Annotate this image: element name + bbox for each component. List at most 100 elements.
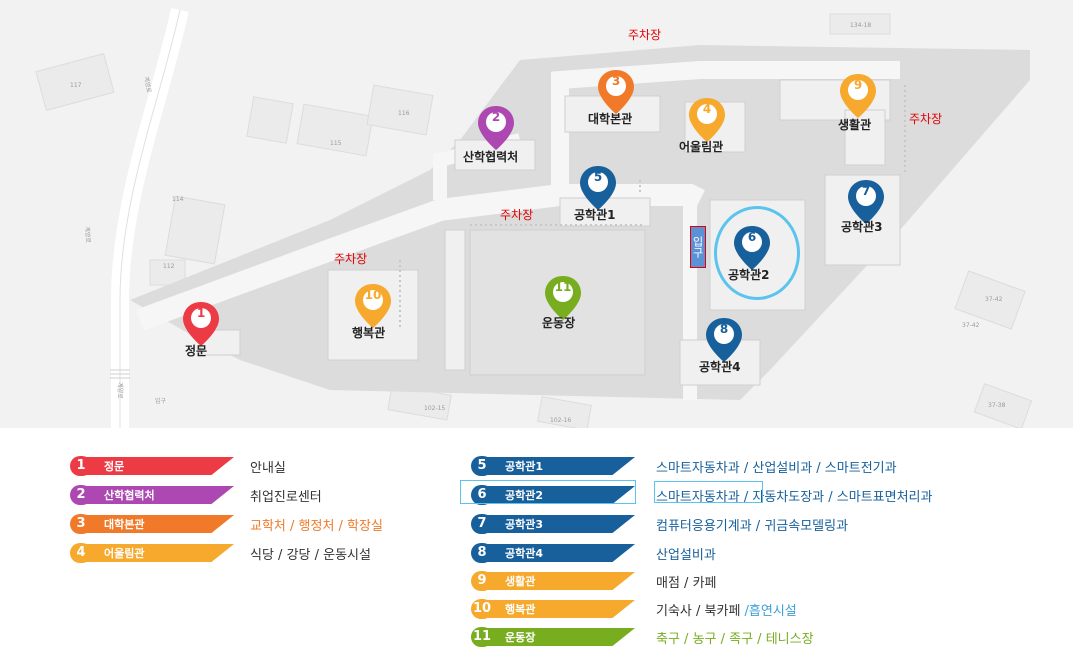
legend-description: 컴퓨터응용기계과 / 귀금속모델링과 (656, 519, 849, 534)
legend-building-name: 행복관 (505, 603, 536, 616)
highlight-circle (714, 206, 800, 300)
map-pin-icon (580, 166, 616, 210)
plot-number: 114 (172, 196, 184, 203)
legend-description: 스마트자동차과 / 산업설비과 / 스마트전기과 (656, 461, 897, 476)
legend-row[interactable]: 9 생활관 매점 / 카페 (471, 571, 1031, 593)
plot-number: 116 (398, 110, 410, 117)
legend-number: 1 (70, 456, 92, 476)
map-pin-4[interactable]: 4 (687, 96, 727, 148)
legend-bar (485, 486, 635, 504)
legend-bar (84, 515, 234, 533)
legend-bar (485, 600, 635, 618)
map-pin-number: 5 (593, 170, 603, 184)
legend-number: 5 (471, 456, 493, 476)
legend-description: 취업진로센터 (250, 490, 322, 505)
map-base-layer (35, 8, 1033, 428)
legend-description: 교학처 / 행정처 / 학장실 (250, 519, 383, 534)
plot-number: 입구 (155, 398, 167, 405)
legend-description: 기숙사 / 북카페 /흡연시설 (656, 604, 797, 619)
legend-number: 6 (471, 485, 493, 505)
plot-number: 115 (330, 140, 342, 147)
plot-number: 37-42 (985, 296, 1003, 303)
map-pin-2[interactable]: 2 (476, 104, 516, 156)
legend-number: 11 (471, 627, 493, 647)
plot-number: 112 (163, 263, 175, 270)
map-pin-number: 8 (719, 322, 729, 336)
map-pin-5[interactable]: 5 (578, 164, 618, 216)
plot-number: 134-18 (850, 22, 872, 29)
legend-building-name: 어울림관 (104, 547, 145, 560)
legend-description-extra: /흡연시설 (740, 604, 797, 619)
legend-number: 8 (471, 543, 493, 563)
map-pin-icon (848, 180, 884, 224)
parking-label: 주차장 (628, 28, 662, 42)
map-pin-icon (478, 106, 514, 150)
map-pin-icon (183, 302, 219, 346)
map-pin-1[interactable]: 1 (181, 300, 221, 352)
map-pin-icon (706, 318, 742, 362)
building-label: 생활관 (838, 118, 872, 132)
legend-bar (485, 572, 635, 590)
parking-label: 주차장 (909, 112, 943, 126)
legend-bar (84, 544, 234, 562)
legend-building-name: 공학관3 (505, 518, 544, 531)
building-label: 공학관4 (699, 360, 741, 374)
map-pin-11[interactable]: 11 (543, 274, 583, 326)
legend-description-highlight[interactable]: 스마트자동차과 (656, 490, 740, 505)
legend-building-name: 공학관2 (505, 489, 544, 502)
map-pin-icon (734, 226, 770, 270)
plot-number: 37-42 (962, 322, 980, 329)
building-label: 대학본관 (588, 112, 633, 126)
map-pin-10[interactable]: 10 (353, 282, 393, 334)
building-label: 공학관3 (841, 220, 883, 234)
legend-number: 10 (471, 599, 493, 619)
map-pin-3[interactable]: 3 (596, 68, 636, 120)
legend-description: 안내실 (250, 461, 286, 476)
building-label: 공학관2 (728, 268, 770, 282)
plot-number: 117 (70, 82, 82, 89)
legend-building-name: 대학본관 (104, 518, 145, 531)
legend-description: 매점 / 카페 (656, 576, 717, 591)
map-pin-8[interactable]: 8 (704, 316, 744, 368)
selected-row-outline (460, 480, 636, 504)
map-pin-7[interactable]: 7 (846, 178, 886, 230)
legend-building-name: 산학협력처 (104, 489, 155, 502)
legend-row[interactable]: 1 정문 안내실 (70, 456, 470, 478)
map-pin-icon (598, 70, 634, 114)
legend-building-name: 생활관 (505, 575, 536, 588)
legend-row[interactable]: 6 공학관2 스마트자동차과 / 자동차도장과 / 스마트표면처리과 (471, 485, 1031, 507)
legend-description-rest: / 자동차도장과 / 스마트표면처리과 (739, 490, 933, 505)
legend-building-name: 공학관4 (505, 547, 544, 560)
building-label: 어울림관 (679, 140, 724, 154)
map-pin-9[interactable]: 9 (838, 72, 878, 124)
building-label: 행복관 (352, 326, 386, 340)
map-pin-6[interactable]: 6 (732, 224, 772, 276)
map-pin-number: 10 (364, 288, 382, 302)
legend-building-name: 운동장 (505, 631, 536, 644)
map-pin-number: 6 (747, 230, 757, 244)
legend-row[interactable]: 8 공학관4 산업설비과 (471, 543, 1031, 565)
map-pin-number: 4 (702, 102, 712, 116)
legend-row[interactable]: 10 행복관 기숙사 / 북카페 /흡연시설 (471, 599, 1031, 621)
entrance-marker: 입구 (690, 226, 706, 268)
parking-label: 주차장 (334, 252, 368, 266)
legend-bar (84, 457, 234, 475)
map-pin-icon (840, 74, 876, 118)
parking-label: 주차장 (500, 208, 534, 222)
building-label: 운동장 (542, 316, 576, 330)
road-label: 계양로 (83, 226, 92, 244)
plot-number: 102-16 (550, 417, 572, 424)
building-label: 공학관1 (574, 208, 616, 222)
legend-bar (485, 544, 635, 562)
legend-number: 9 (471, 571, 493, 591)
map-pin-number: 3 (611, 74, 621, 88)
legend-building-name: 정문 (104, 460, 125, 473)
legend-description: 산업설비과 (656, 548, 716, 563)
map-pin-number: 2 (491, 110, 501, 124)
